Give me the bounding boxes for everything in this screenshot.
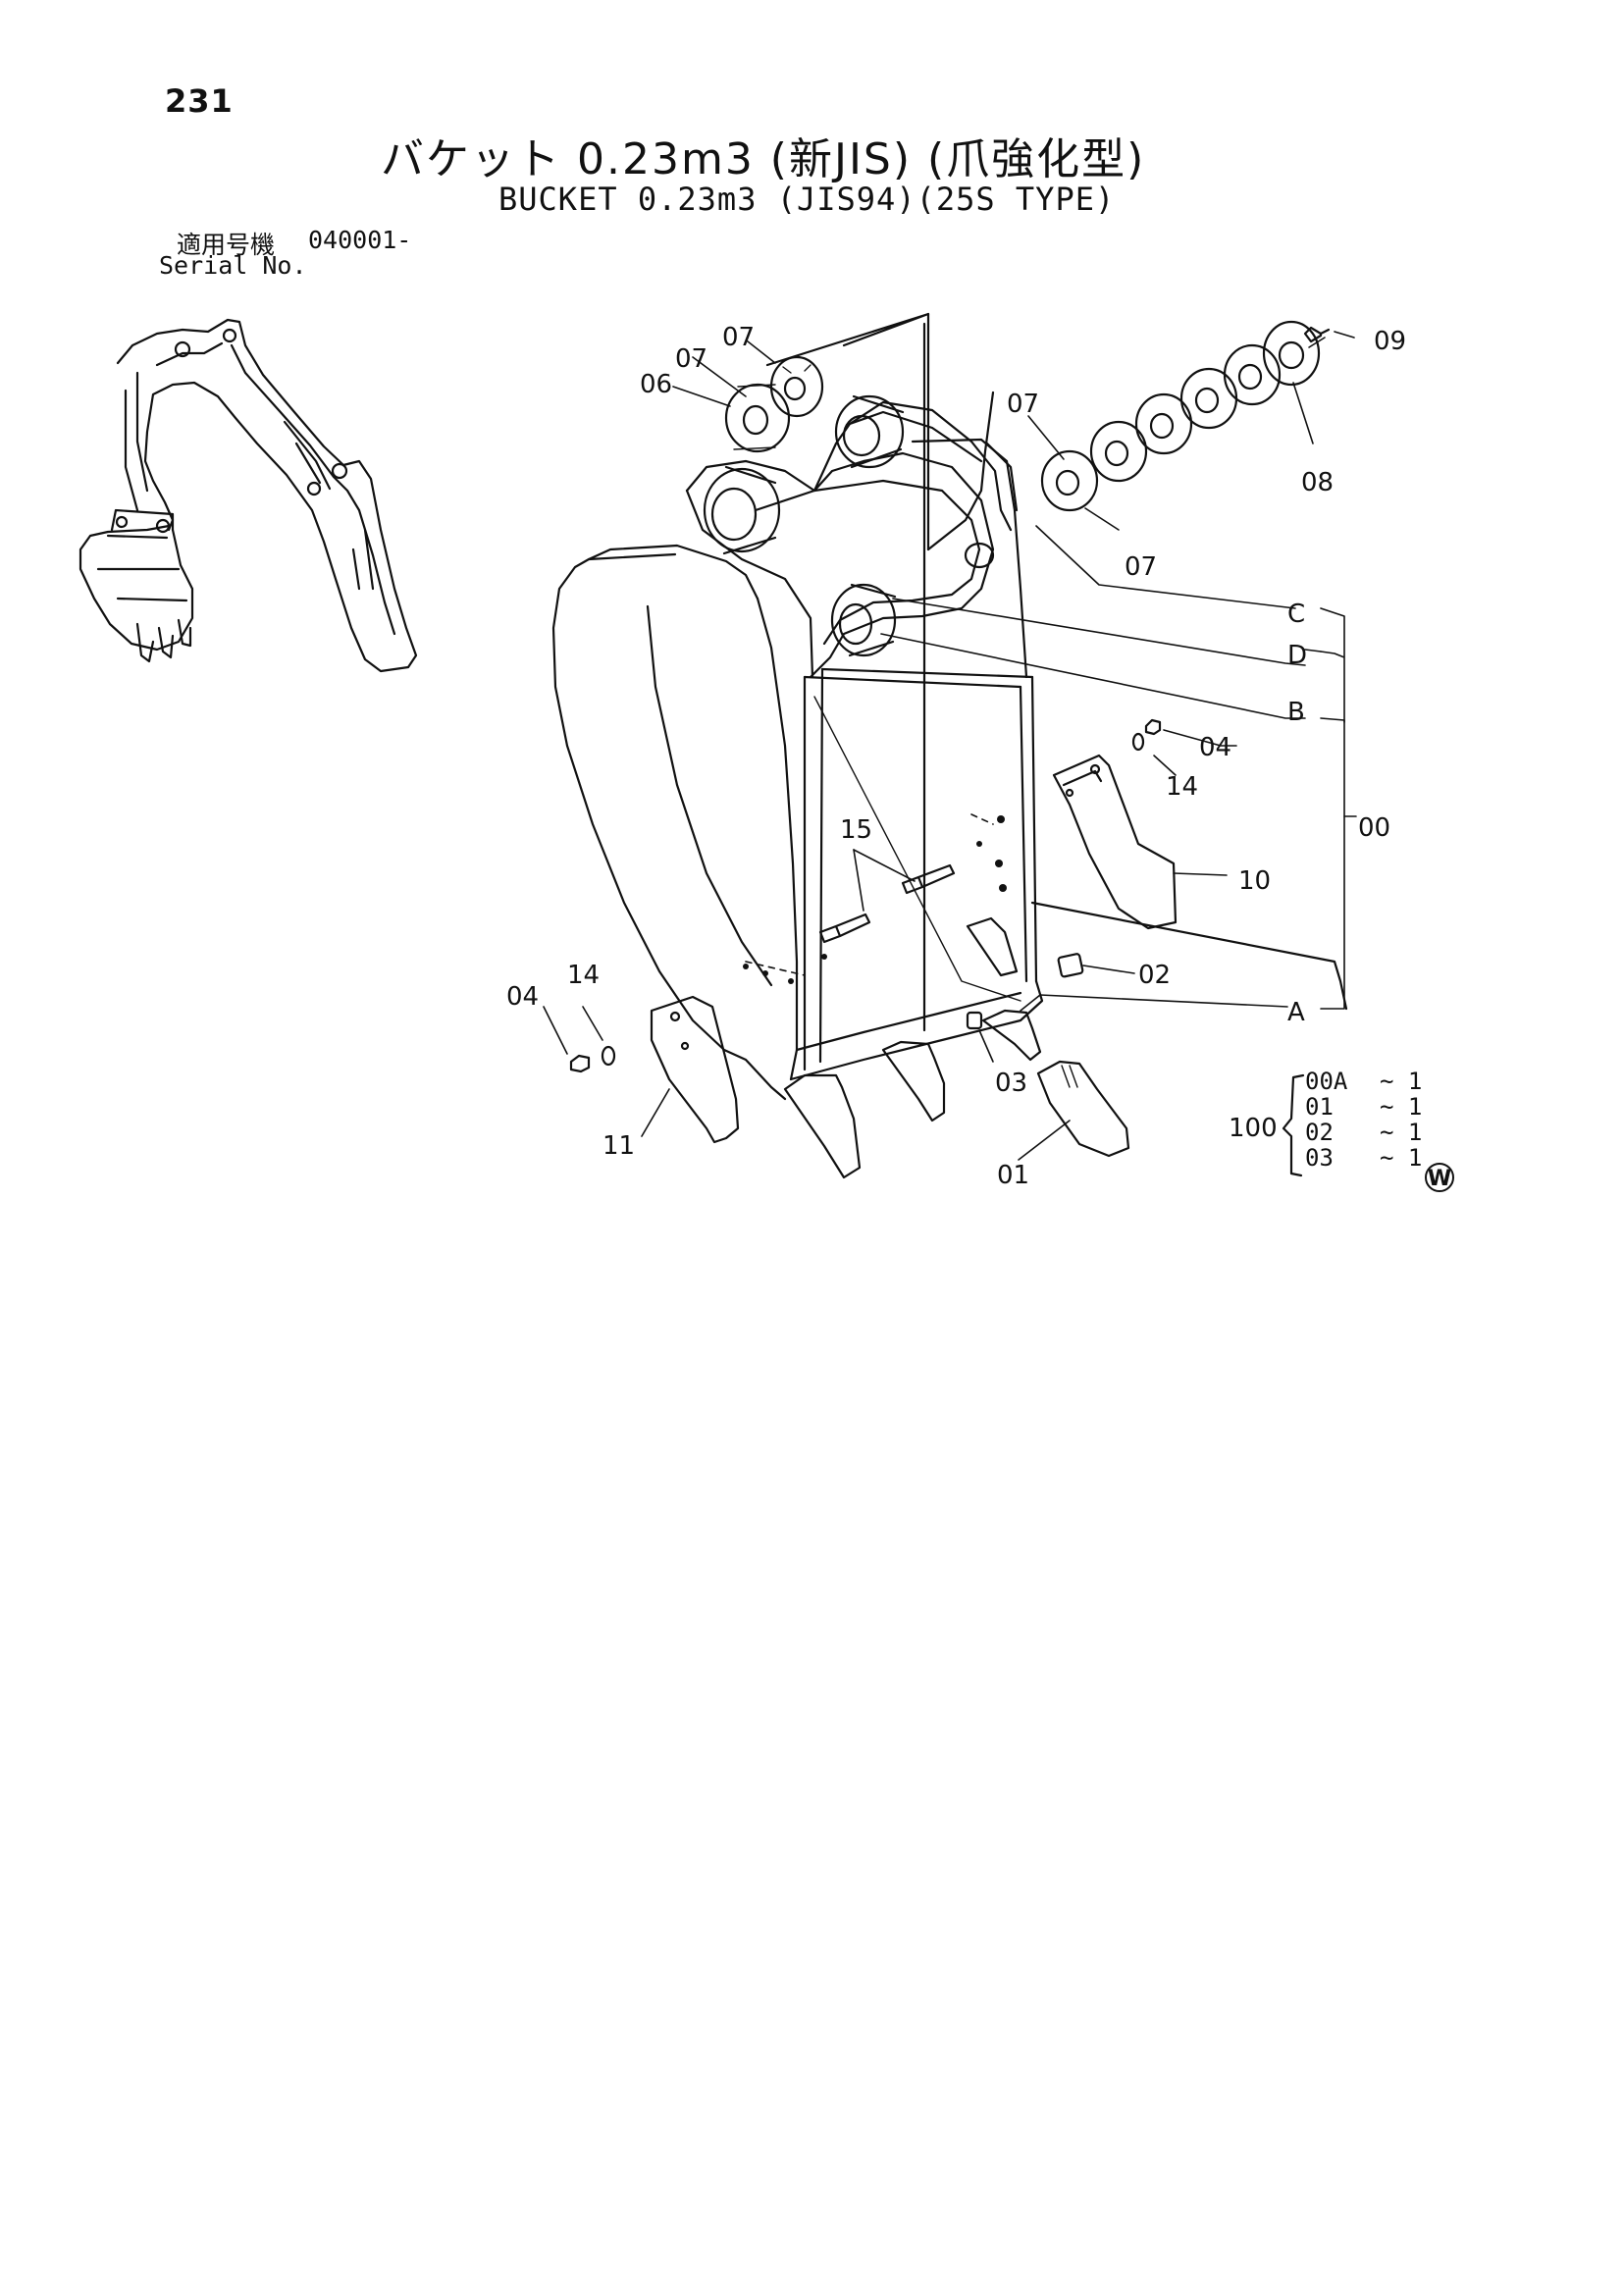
excavator-overview-illustration (79, 318, 418, 673)
kit-row-part: 00A (1305, 1068, 1348, 1095)
page-number: 231 (165, 82, 234, 120)
kit-row-qty: ~ 1 (1380, 1068, 1422, 1095)
spacer-and-shims-top (724, 320, 1331, 512)
callout-a: A (1287, 998, 1305, 1027)
callout-11: 11 (602, 1131, 635, 1161)
bucket-body (551, 312, 1348, 1101)
callout-02: 02 (1138, 961, 1171, 990)
callout-04: 04 (1199, 733, 1231, 762)
nuts-washers (569, 718, 1162, 1073)
side-cutters-and-teeth (569, 718, 1178, 1179)
w-mark: W (1425, 1163, 1454, 1192)
callout-09: 09 (1374, 327, 1406, 356)
callout-03: 03 (995, 1069, 1027, 1098)
serial-label-japanese: 適用号機 (177, 231, 276, 259)
kit-row-part: 01 (1305, 1093, 1334, 1121)
callout-14: 14 (567, 961, 600, 990)
kit-row-qty: ~ 1 (1380, 1093, 1422, 1121)
kit-list: 100 00A ~ 1 01 ~ 1 02 ~ 1 03 ~ 1 (1229, 1068, 1422, 1172)
callout-00: 00 (1358, 813, 1390, 843)
kit-row-part: 02 (1305, 1119, 1334, 1146)
bucket-bracket (685, 394, 1013, 679)
leader-lines (543, 331, 1357, 1161)
title-english: BUCKET 0.23m3 (JIS94)(25S TYPE) (498, 181, 1116, 218)
kit-bracket (1282, 1073, 1305, 1177)
callout-10: 10 (1238, 866, 1271, 896)
callout-07: 07 (1007, 390, 1039, 419)
callout-b: B (1287, 698, 1305, 727)
callout-07: 07 (722, 323, 755, 352)
callout-06: 06 (640, 370, 672, 399)
callout-c: C (1287, 600, 1305, 629)
kit-row-part: 03 (1305, 1144, 1334, 1172)
kit-row-qty: ~ 1 (1380, 1144, 1422, 1172)
callout-14: 14 (1166, 772, 1198, 802)
callout-04: 04 (506, 982, 539, 1012)
kit-number: 100 (1229, 1114, 1278, 1143)
serial-number-value: 040001- (308, 226, 412, 254)
w-mark-letter: W (1428, 1167, 1451, 1191)
callout-08: 08 (1301, 468, 1334, 497)
callout-15: 15 (840, 815, 872, 845)
callout-d: D (1287, 641, 1307, 670)
callout-07: 07 (1125, 552, 1157, 582)
serial-label-english: Serial No. (159, 251, 307, 280)
callout-07: 07 (675, 344, 707, 374)
callout-01: 01 (997, 1161, 1029, 1190)
title-japanese: バケット 0.23m3 (新JIS) (爪強化型) (381, 134, 1146, 184)
kit-row-qty: ~ 1 (1380, 1119, 1422, 1146)
